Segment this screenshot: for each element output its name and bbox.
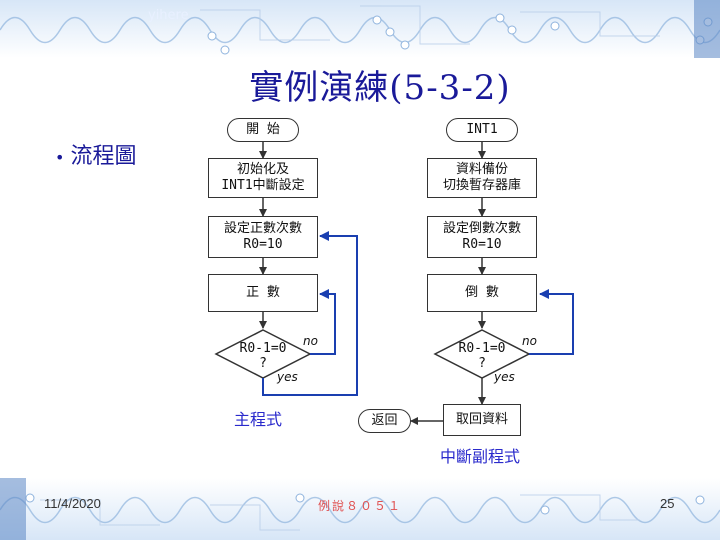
- main-start-node: 開 始: [227, 118, 299, 142]
- main-set-count-box: 設定正數次數 R0=10: [208, 216, 318, 258]
- isr-decision-text: R0-1=0 ?: [458, 341, 506, 371]
- isr-decision-diamond: [433, 329, 531, 379]
- main-no-loop-arrow: [310, 289, 336, 355]
- isr-save-box: 資料備份 切換暫存器庫: [427, 158, 537, 198]
- isr-caption: 中斷副程式: [440, 447, 521, 466]
- main-yes-loop-arrow: [262, 231, 358, 396]
- bullet-dot-icon: •: [55, 147, 65, 167]
- main-yes-label: yes: [277, 370, 298, 384]
- isr-return-node: 返回: [358, 409, 411, 433]
- slide-title: 實例演練(5-3-2): [249, 68, 511, 108]
- isr-no-label: no: [522, 334, 537, 348]
- isr-count-box: 倒 數: [427, 274, 537, 312]
- watermark-text: yihere: [148, 8, 189, 23]
- isr-start-node: INT1: [446, 118, 518, 142]
- main-caption: 主程式: [234, 410, 283, 429]
- main-init-box: 初始化及 INT1中斷設定: [208, 158, 318, 198]
- footer-page-number: 25: [660, 496, 675, 511]
- bullet-item: •流程圖: [55, 138, 136, 170]
- main-decision-text: R0-1=0 ?: [239, 341, 287, 371]
- footer-center-text: 例說８０５１: [318, 499, 403, 513]
- isr-restore-box: 取回資料: [443, 404, 521, 436]
- footer-date: 11/4/2020: [44, 496, 101, 511]
- bullet-text: 流程圖: [70, 144, 137, 169]
- isr-no-loop-arrow: [529, 289, 574, 355]
- isr-set-count-box: 設定倒數次數 R0=10: [427, 216, 537, 258]
- isr-yes-label: yes: [494, 370, 515, 384]
- main-no-label: no: [303, 334, 318, 348]
- main-count-box: 正 數: [208, 274, 318, 312]
